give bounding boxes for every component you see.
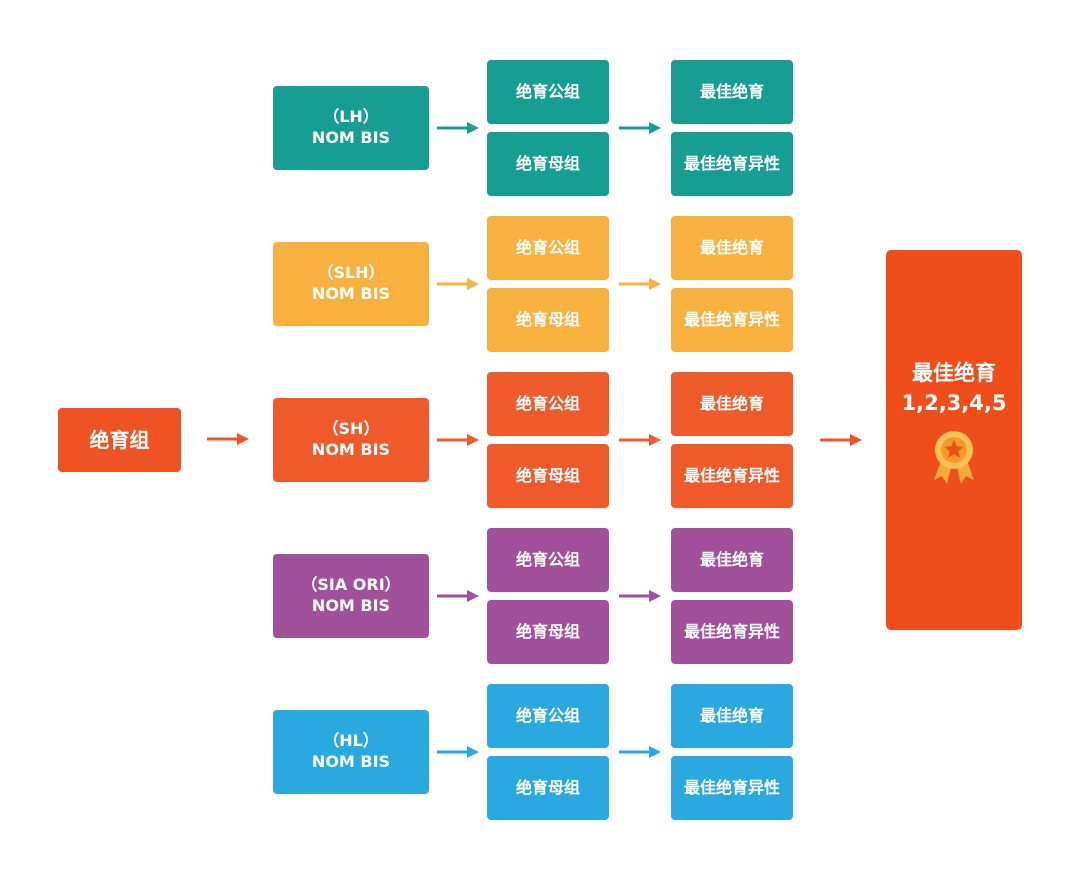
arrow-right-icon — [437, 278, 479, 290]
arrow-right-icon — [820, 434, 862, 446]
arrow-right-icon — [619, 746, 661, 758]
arrow-right-icon — [437, 590, 479, 602]
award-medal-icon — [934, 431, 974, 485]
result-node-best-opposite: 最佳绝育异性 — [671, 600, 793, 664]
sub-node-label: 绝育母组 — [515, 309, 580, 329]
result-node-best-opposite: 最佳绝育异性 — [671, 132, 793, 196]
group-node-title: （LH） — [323, 107, 379, 127]
sub-node-male: 绝育公组 — [487, 684, 609, 748]
result-node-best: 最佳绝育 — [671, 216, 793, 280]
group-node-subtitle: NOM BIS — [311, 128, 391, 147]
sub-node-label: 绝育母组 — [515, 621, 580, 641]
sub-node-female: 绝育母组 — [487, 756, 609, 820]
group-node-title: （SH） — [322, 419, 380, 439]
sub-node-label: 绝育母组 — [515, 153, 580, 173]
result-node-best: 最佳绝育 — [671, 372, 793, 436]
group-node-sia-ori: （SIA ORI） NOM BIS — [273, 554, 429, 638]
sub-node-label: 绝育公组 — [515, 81, 580, 101]
group-node-subtitle: NOM BIS — [311, 596, 391, 615]
arrow-right-icon — [619, 590, 661, 602]
sub-node-female: 绝育母组 — [487, 444, 609, 508]
result-node-best-opposite: 最佳绝育异性 — [671, 444, 793, 508]
root-node-label: 绝育组 — [89, 428, 150, 452]
arrow-right-icon — [437, 122, 479, 134]
result-node-label: 最佳绝育 — [699, 549, 764, 569]
sub-node-label: 绝育公组 — [515, 705, 580, 725]
arrow-right-icon — [619, 434, 661, 446]
result-node-label: 最佳绝育异性 — [683, 777, 780, 797]
sub-node-label: 绝育公组 — [515, 393, 580, 413]
result-node-best: 最佳绝育 — [671, 528, 793, 592]
final-node-title: 最佳绝育 — [911, 360, 996, 385]
result-node-best: 最佳绝育 — [671, 684, 793, 748]
result-node-label: 最佳绝育 — [699, 237, 764, 257]
sub-node-label: 绝育母组 — [515, 465, 580, 485]
final-node-ranks: 1,2,3,4,5 — [901, 391, 1007, 415]
group-node-title: （HL） — [323, 731, 379, 751]
sub-node-male: 绝育公组 — [487, 372, 609, 436]
sub-node-female: 绝育母组 — [487, 288, 609, 352]
arrow-right-icon — [619, 122, 661, 134]
arrow-right-icon — [207, 433, 249, 445]
sub-node-label: 绝育公组 — [515, 237, 580, 257]
result-node-best-opposite: 最佳绝育异性 — [671, 756, 793, 820]
final-node-text: 最佳绝育 1,2,3,4,5 — [902, 358, 1007, 419]
sub-node-male: 绝育公组 — [487, 60, 609, 124]
arrow-right-icon — [619, 278, 661, 290]
arrow-right-icon — [437, 434, 479, 446]
group-node-subtitle: NOM BIS — [311, 752, 391, 771]
root-node-sterilized-group: 绝育组 — [58, 408, 181, 472]
final-node-best-sterilized: 最佳绝育 1,2,3,4,5 — [886, 250, 1022, 630]
result-node-label: 最佳绝育 — [699, 705, 764, 725]
sub-node-female: 绝育母组 — [487, 600, 609, 664]
group-node-subtitle: NOM BIS — [311, 284, 391, 303]
group-node-title: （SLH） — [317, 263, 385, 283]
result-node-best-opposite: 最佳绝育异性 — [671, 288, 793, 352]
group-node-hl: （HL） NOM BIS — [273, 710, 429, 794]
group-node-lh: （LH） NOM BIS — [273, 86, 429, 170]
result-node-label: 最佳绝育 — [699, 81, 764, 101]
sub-node-label: 绝育公组 — [515, 549, 580, 569]
arrow-right-icon — [437, 746, 479, 758]
result-node-label: 最佳绝育异性 — [683, 309, 780, 329]
result-node-label: 最佳绝育异性 — [683, 621, 780, 641]
group-node-sh: （SH） NOM BIS — [273, 398, 429, 482]
sub-node-label: 绝育母组 — [515, 777, 580, 797]
result-node-best: 最佳绝育 — [671, 60, 793, 124]
result-node-label: 最佳绝育异性 — [683, 153, 780, 173]
sub-node-female: 绝育母组 — [487, 132, 609, 196]
sub-node-male: 绝育公组 — [487, 216, 609, 280]
group-node-subtitle: NOM BIS — [311, 440, 391, 459]
group-node-slh: （SLH） NOM BIS — [273, 242, 429, 326]
sub-node-male: 绝育公组 — [487, 528, 609, 592]
result-node-label: 最佳绝育 — [699, 393, 764, 413]
result-node-label: 最佳绝育异性 — [683, 465, 780, 485]
group-node-title: （SIA ORI） — [301, 575, 401, 595]
